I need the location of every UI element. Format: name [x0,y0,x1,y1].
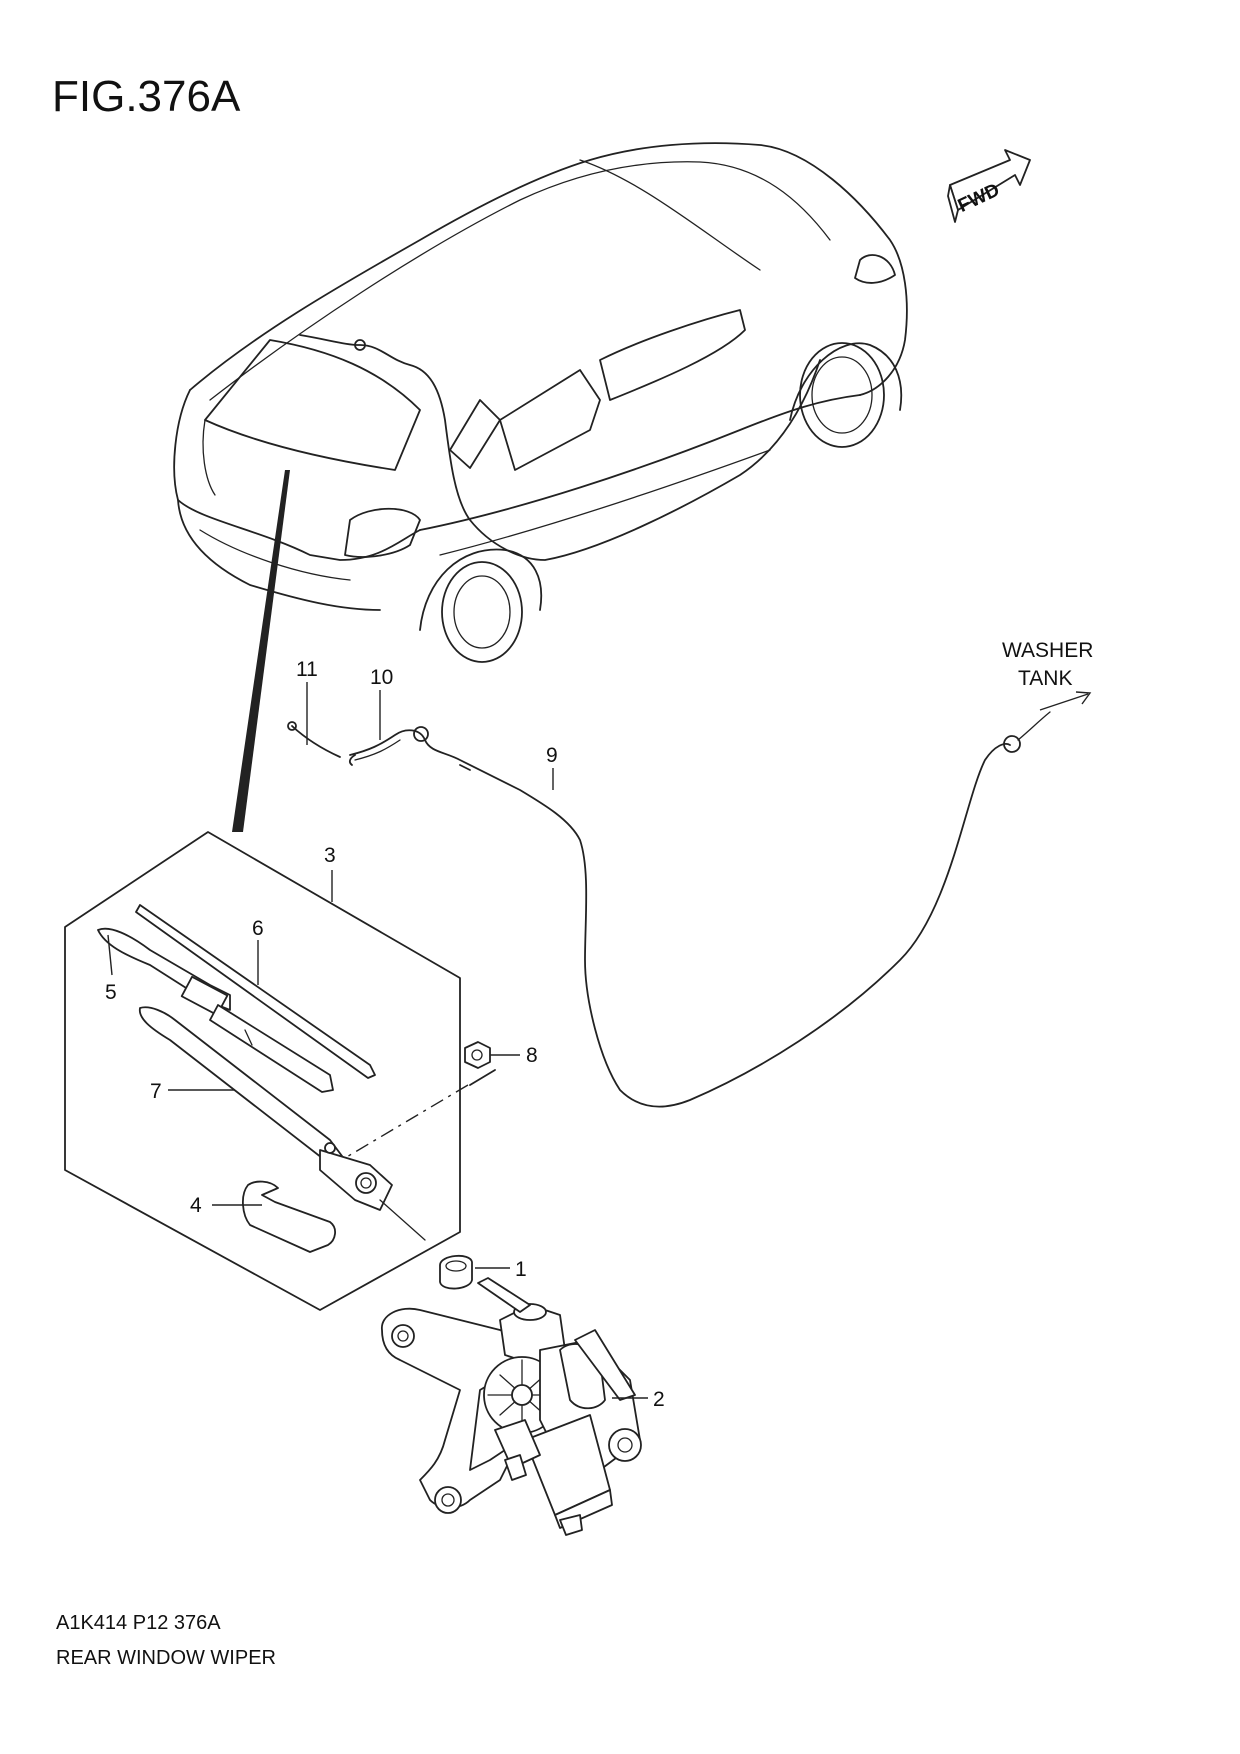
pivot-cover [242,1180,336,1253]
callout-2: 2 [653,1388,665,1411]
center-line-upper [344,1084,469,1159]
figure-code: A1K414 P12 376A [56,1612,221,1634]
washer-tank-note: WASHER TANK [1002,639,1093,711]
pivot-cap [439,1255,473,1290]
callout-6: 6 [252,917,264,940]
callouts: 1 2 3 4 5 6 7 8 9 10 11 [105,658,665,1411]
wiper-motor [381,1277,642,1536]
callout-8: 8 [526,1044,538,1067]
washer-hose [287,711,1051,1108]
washer-label-line1: WASHER [1002,639,1093,662]
washer-label-line2: TANK [1018,667,1072,690]
callout-4: 4 [190,1194,202,1217]
figure-name: REAR WINDOW WIPER [56,1647,276,1669]
car-illustration [173,142,908,832]
figure-title: FIG.376A [52,72,241,121]
callout-11: 11 [296,658,318,681]
fwd-arrow: FWD [947,149,1031,223]
callout-9: 9 [546,744,558,767]
callout-1: 1 [515,1258,527,1281]
leader-lines [107,682,648,1399]
callout-3: 3 [324,844,336,867]
wiper-blade [97,904,376,1093]
center-line-lower [379,1199,426,1241]
callout-5: 5 [105,981,117,1004]
callout-10: 10 [370,666,393,689]
wiper-arm [138,1006,393,1211]
nut [464,1041,496,1086]
wiper-arm-assy-box [64,831,461,1311]
callout-7: 7 [150,1080,162,1103]
